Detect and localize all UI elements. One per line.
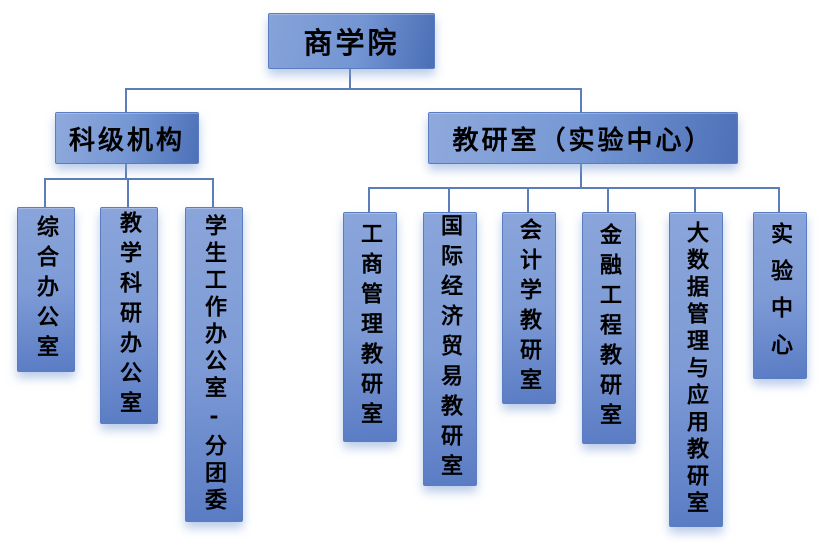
connector-line xyxy=(125,90,127,112)
branch-node-label: 教研室（实验中心） xyxy=(452,125,714,156)
branch-node-label: 科级机构 xyxy=(68,125,185,156)
connector-line xyxy=(212,180,214,207)
leaf-node-student-affairs-office: 学生工作办公室-分团委 xyxy=(185,207,243,522)
root-node-label: 商学院 xyxy=(303,26,400,60)
leaf-node-label: 学生工作办公室-分团委 xyxy=(201,214,227,515)
connector-line xyxy=(527,189,529,212)
leaf-node-teaching-research-office: 教学科研办公室 xyxy=(100,207,158,424)
leaf-node-label: 国际经济贸易教研室 xyxy=(437,214,463,484)
connector-line xyxy=(368,187,780,189)
leaf-node-label: 实验中心 xyxy=(767,221,793,370)
leaf-node-general-office: 综合办公室 xyxy=(17,207,75,372)
leaf-node-label: 会计学教研室 xyxy=(516,218,542,398)
connector-line xyxy=(127,180,129,207)
connector-line xyxy=(44,180,46,207)
connector-line xyxy=(580,162,582,187)
connector-line xyxy=(448,189,450,212)
branch-node-teaching-research: 教研室（实验中心） xyxy=(428,112,738,164)
connector-line xyxy=(125,88,582,90)
connector-line xyxy=(44,178,214,180)
connector-line xyxy=(694,189,696,212)
leaf-node-label: 工商管理教研室 xyxy=(357,222,383,432)
leaf-node-label: 综合办公室 xyxy=(33,214,59,365)
root-node: 商学院 xyxy=(268,13,435,69)
leaf-node-label: 大数据管理与应用教研室 xyxy=(683,221,709,518)
leaf-node-international-trade: 国际经济贸易教研室 xyxy=(423,212,477,486)
leaf-node-financial-engineering: 金融工程教研室 xyxy=(582,212,636,444)
leaf-node-business-administration: 工商管理教研室 xyxy=(343,212,397,442)
leaf-node-label: 金融工程教研室 xyxy=(596,223,622,433)
connector-line xyxy=(607,189,609,212)
leaf-node-accounting: 会计学教研室 xyxy=(502,212,556,404)
connector-line xyxy=(368,189,370,212)
leaf-node-experimental-center: 实验中心 xyxy=(753,212,807,379)
connector-line xyxy=(778,189,780,212)
leaf-node-big-data: 大数据管理与应用教研室 xyxy=(669,212,723,527)
leaf-node-label: 教学科研办公室 xyxy=(116,210,142,421)
connector-line xyxy=(125,162,127,178)
branch-node-section-level: 科级机构 xyxy=(55,112,199,164)
connector-line xyxy=(349,67,351,88)
connector-line xyxy=(580,90,582,112)
